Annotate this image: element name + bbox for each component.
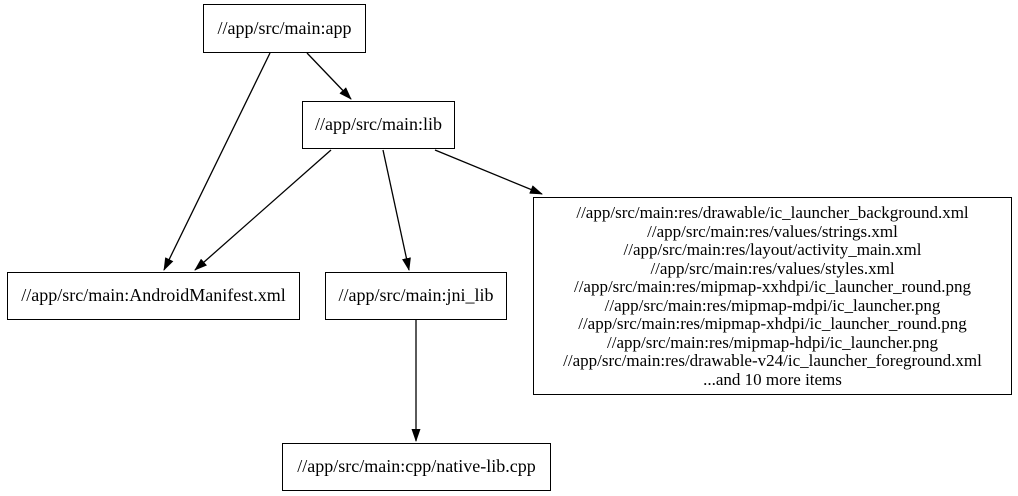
graph-node-jni-lib: //app/src/main:jni_lib	[325, 272, 507, 320]
edge-app-to-lib	[306, 52, 352, 100]
edge-app-to-androidmanifest	[163, 52, 271, 271]
resource-item: //app/src/main:res/drawable/ic_launcher_…	[576, 203, 969, 222]
graph-node-native-lib: //app/src/main:cpp/native-lib.cpp	[282, 443, 551, 491]
graph-node-androidmanifest-label: //app/src/main:AndroidManifest.xml	[21, 285, 286, 306]
graph-node-jni-lib-label: //app/src/main:jni_lib	[338, 285, 494, 306]
edge-lib-to-androidmanifest	[194, 149, 332, 271]
graph-node-lib-label: //app/src/main:lib	[315, 114, 442, 135]
resource-item: //app/src/main:res/values/styles.xml	[650, 258, 895, 278]
resource-item: //app/src/main:res/values/strings.xml	[647, 221, 898, 241]
graph-node-resources-group: //app/src/main:res/drawable/ic_launcher_…	[533, 197, 1012, 395]
graph-node-androidmanifest: //app/src/main:AndroidManifest.xml	[7, 272, 300, 320]
resource-item: //app/src/main:res/mipmap-xhdpi/ic_launc…	[578, 314, 967, 333]
edge-lib-to-jni-lib	[382, 149, 411, 271]
resource-item: //app/src/main:res/mipmap-hdpi/ic_launch…	[607, 332, 938, 352]
edge-lib-to-resources	[434, 149, 543, 195]
graph-node-native-lib-label: //app/src/main:cpp/native-lib.cpp	[297, 456, 536, 477]
graph-node-app-label: //app/src/main:app	[217, 17, 352, 38]
graph-node-app: //app/src/main:app	[203, 4, 366, 53]
resource-item: //app/src/main:res/drawable-v24/ic_launc…	[563, 351, 982, 370]
resource-item: //app/src/main:res/layout/activity_main.…	[623, 240, 922, 259]
resource-item: //app/src/main:res/mipmap-mdpi/ic_launch…	[604, 295, 941, 315]
resource-item: //app/src/main:res/mipmap-xxhdpi/ic_laun…	[573, 277, 972, 296]
resource-more-items: ...and 10 more items	[703, 369, 842, 389]
graph-node-lib: //app/src/main:lib	[302, 101, 455, 149]
